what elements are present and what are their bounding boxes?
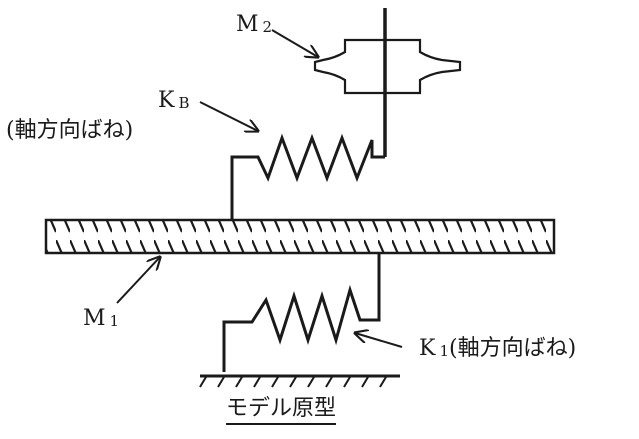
- label-m2-sub: 2: [262, 18, 273, 36]
- ground-hatch: [199, 374, 400, 388]
- arrow-kb: [199, 101, 258, 131]
- label-m1-sub: 1: [109, 312, 120, 330]
- diagram-caption: モデル原型: [226, 398, 337, 425]
- spring-k1: [222, 253, 381, 372]
- mass-m2: [313, 38, 462, 95]
- label-k1-note: (軸方向ばね): [448, 336, 577, 361]
- label-k1-letter: K: [419, 336, 436, 361]
- arrow-m1: [116, 257, 160, 304]
- mass-m1-bar: [44, 218, 556, 255]
- label-k1-sub: 1: [439, 342, 449, 360]
- label-m2-letter: M: [236, 12, 259, 37]
- arrow-m2: [271, 29, 318, 57]
- label-m1-letter: M: [83, 306, 106, 331]
- arrow-k1: [355, 333, 403, 348]
- label-kb-letter: K: [158, 88, 175, 113]
- label-kb-note: (軸方向ばね): [6, 118, 134, 143]
- label-kb-sub: B: [178, 94, 190, 112]
- spring-kb: [230, 133, 385, 220]
